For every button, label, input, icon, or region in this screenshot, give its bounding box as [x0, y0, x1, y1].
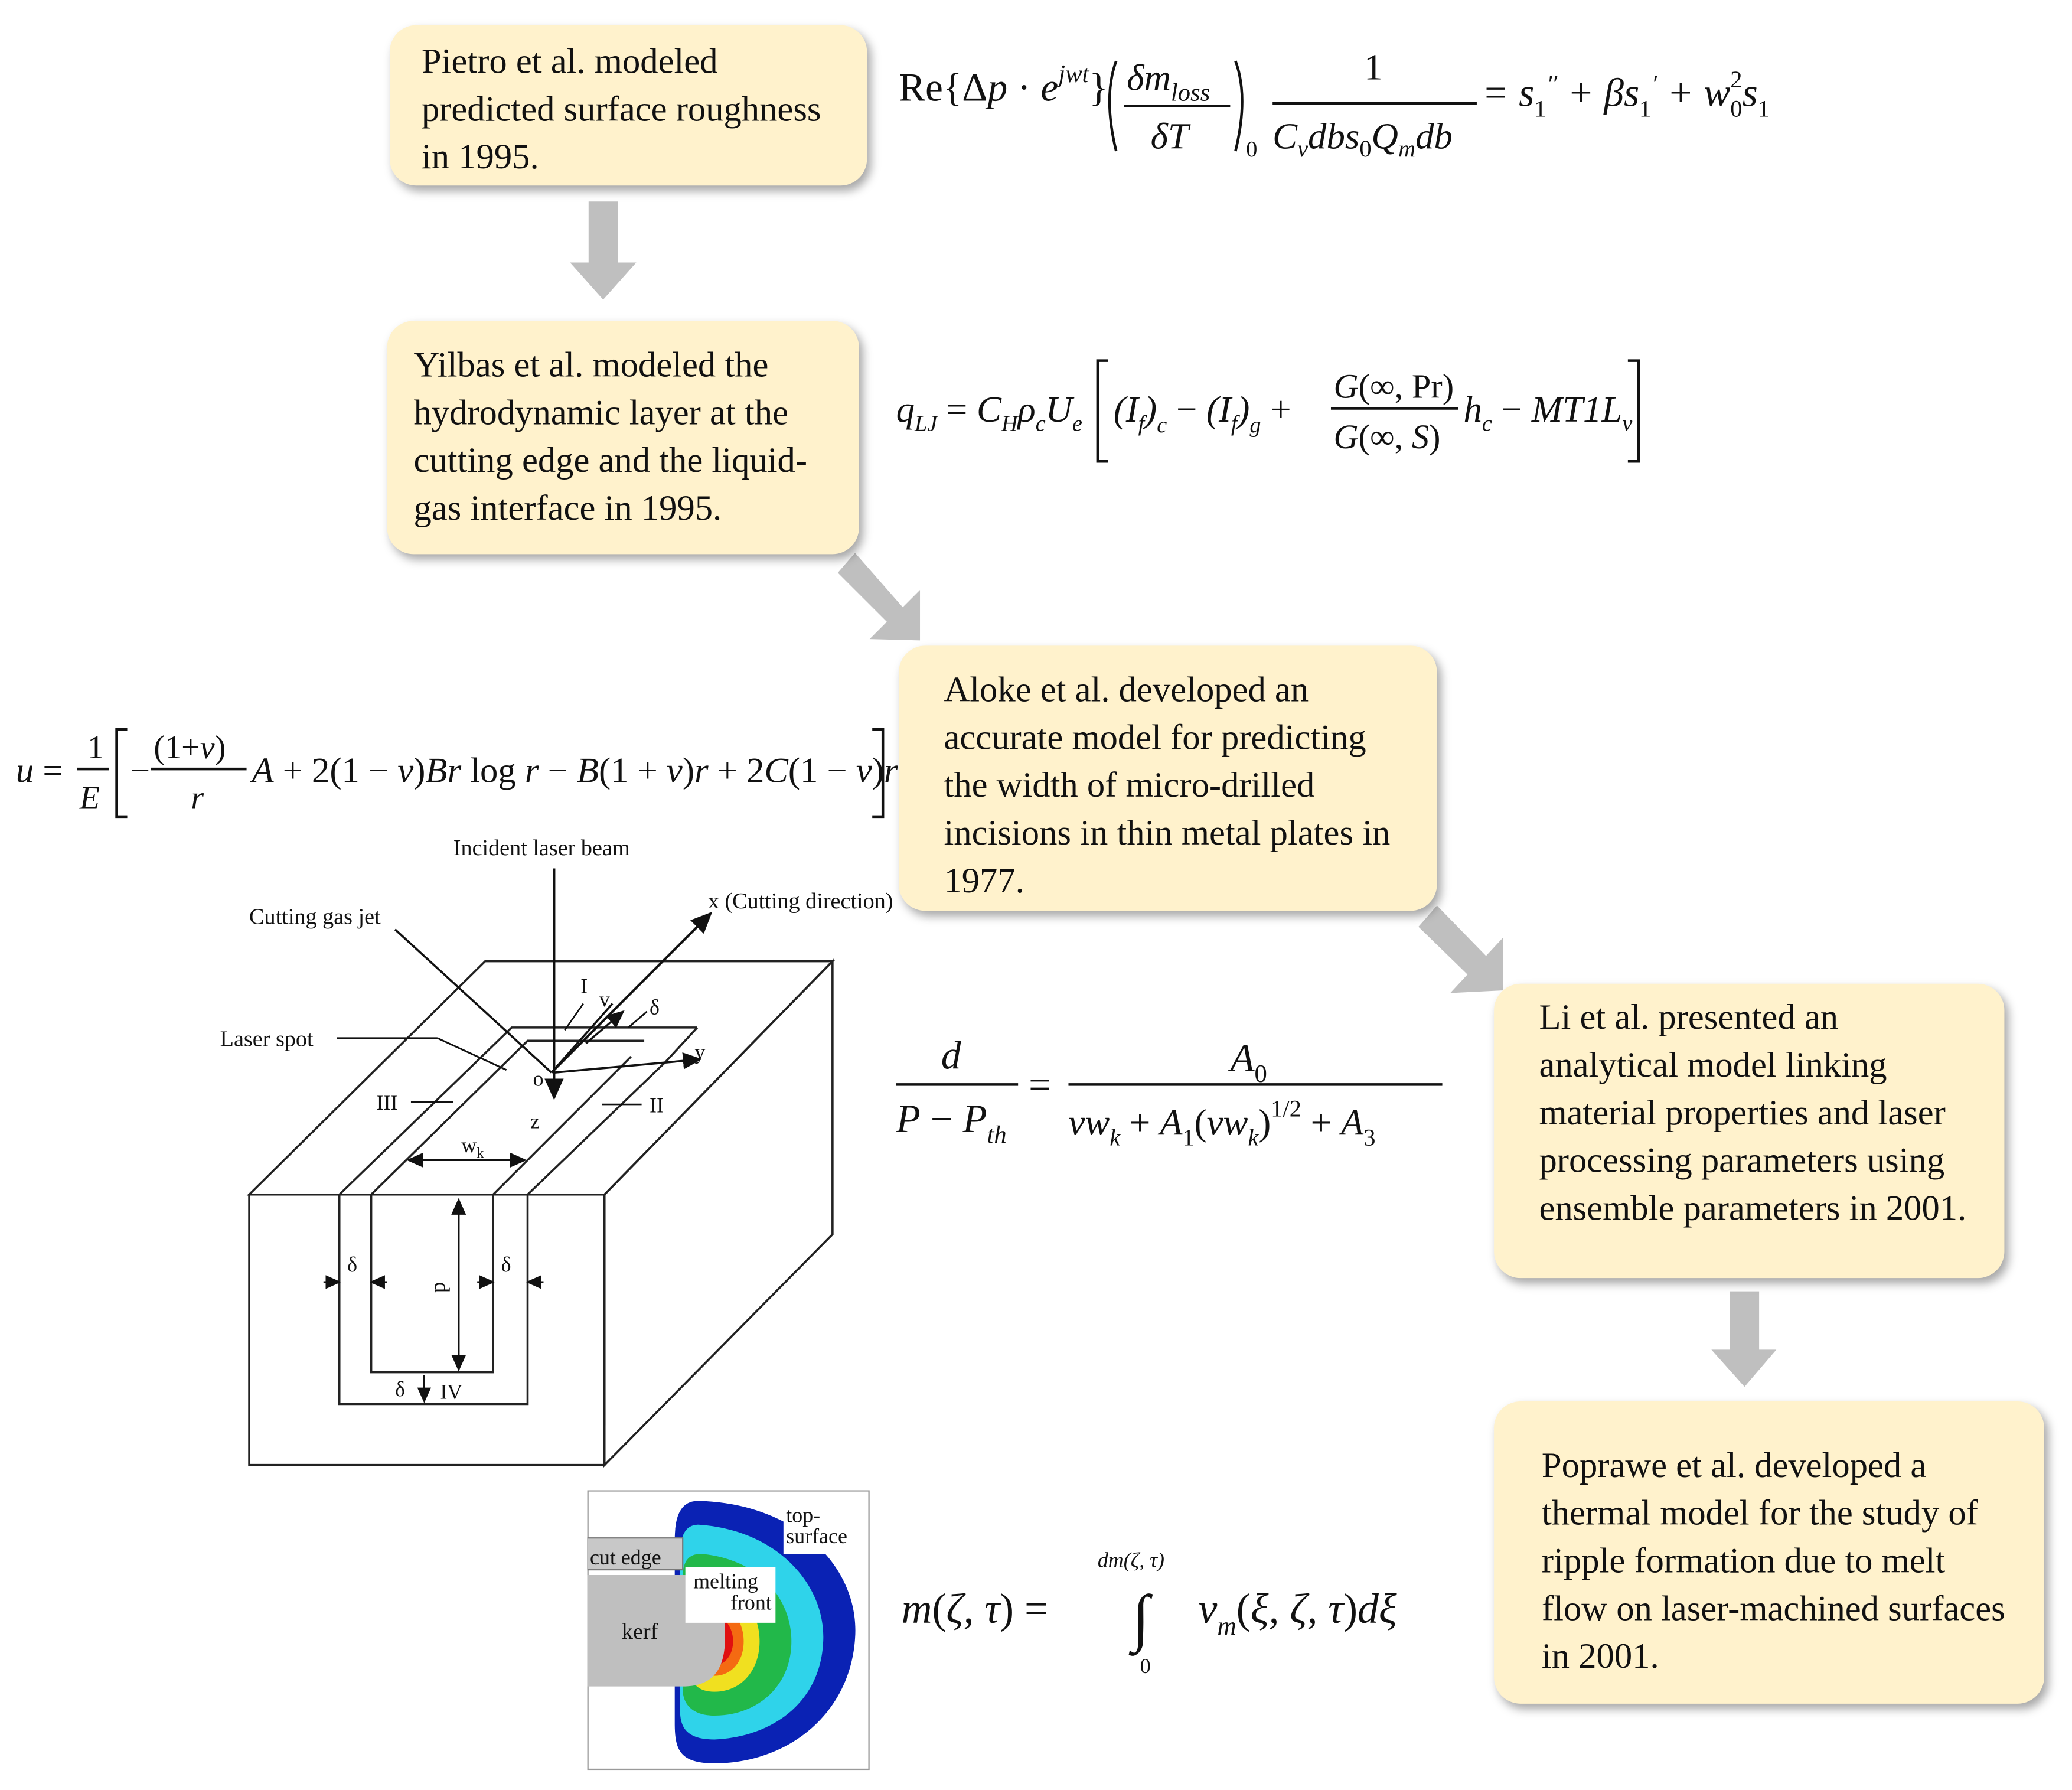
svg-text:Re{Δp · ejwt}: Re{Δp · ejwt}: [899, 60, 1108, 109]
melting-front-label-2: front: [730, 1590, 772, 1614]
region-2-label: II: [650, 1094, 664, 1117]
svg-text:qLJ = CHρcUe: qLJ = CHρcUe: [896, 389, 1082, 436]
timeline-text-1: Pietro et al. modeled predicted surface …: [421, 41, 821, 177]
depth-label: d: [430, 1282, 453, 1293]
timeline-box-4: Li et al. presented an analytical model …: [1494, 983, 2005, 1279]
region-4-label: IV: [440, 1380, 462, 1403]
timeline-box-2: Yilbas et al. modeled the hydrodynamic l…: [387, 321, 859, 555]
arrow-4-5: [1711, 1291, 1777, 1387]
top-surface-label-1: top-: [786, 1503, 820, 1527]
svg-text:dm(ζ, τ): dm(ζ, τ): [1098, 1548, 1164, 1572]
melting-front-label-1: melting: [693, 1570, 758, 1593]
block-side-face: [603, 958, 834, 1468]
y-axis-label: y: [694, 1041, 705, 1064]
melt-pool-simulation: cut edge top- surface melting front kerf: [587, 1490, 870, 1771]
v-label: v: [599, 987, 610, 1011]
block-front-face: [248, 1193, 606, 1466]
timeline-text-5: Poprawe et al. developed a thermal model…: [1541, 1445, 2005, 1676]
cut-direction-arrow: [550, 911, 713, 1074]
cut-direction-label: x (Cutting direction): [708, 889, 893, 914]
kerf-width-symbol: w: [461, 1133, 477, 1157]
svg-text:(1+v): (1+v): [154, 729, 226, 766]
arrow-3-4: [1418, 905, 1503, 993]
region-1-label: I: [580, 974, 588, 998]
svg-text:A + 2(1 − v)Br log r − B(1 + v: A + 2(1 − v)Br log r − B(1 + v)r + 2C(1 …: [250, 751, 898, 791]
equation-1: Re{Δp · ejwt} δmloss δT 0 1 Cvdbs0Qmdb =…: [899, 47, 1770, 162]
laser-spot-label: Laser spot: [220, 1026, 314, 1051]
svg-text:δmloss: δmloss: [1127, 57, 1210, 107]
kerf-width-subscript: k: [477, 1145, 484, 1161]
svg-text:A0: A0: [1228, 1036, 1267, 1088]
svg-text:=: =: [1029, 1062, 1051, 1107]
equation-4: d P − Pth = A0 vwk + A1(vwk)1/2 + A3: [896, 1033, 1443, 1151]
svg-text:r: r: [191, 780, 204, 816]
gas-jet-label: Cutting gas jet: [249, 905, 381, 930]
svg-text:1: 1: [1364, 47, 1382, 88]
kerf-width-label: wk: [461, 1133, 484, 1161]
region-3-label: III: [377, 1091, 398, 1114]
timeline-box-5: Poprawe et al. developed a thermal model…: [1494, 1401, 2044, 1704]
arrow-1-2: [570, 201, 637, 300]
cut-edge-label: cut edge: [590, 1546, 661, 1569]
incident-beam-label: Incident laser beam: [453, 836, 630, 860]
svg-text:d: d: [941, 1033, 961, 1077]
equation-3: u = 1 E − (1+v) r A + 2(1 − v)Br log r −…: [16, 728, 898, 819]
delta-left-label: δ: [347, 1253, 357, 1276]
svg-text:u =: u =: [16, 751, 63, 791]
svg-text:G(∞, S): G(∞, S): [1333, 418, 1440, 456]
svg-text:E: E: [79, 780, 100, 816]
svg-text:∫: ∫: [1128, 1583, 1153, 1656]
timeline-box-3: Aloke et al. developed an accurate model…: [899, 645, 1437, 911]
laser-cutting-schematic: Incident laser beam Cutting gas jet x (C…: [220, 836, 893, 1468]
svg-text:hc − MT1Lv: hc − MT1Lv: [1463, 389, 1632, 436]
svg-text:vm(ξ, ζ, τ)dξ: vm(ξ, ζ, τ)dξ: [1198, 1585, 1396, 1641]
svg-text:δT: δT: [1151, 115, 1191, 156]
delta-top-label: δ: [650, 995, 660, 1019]
kerf-label: kerf: [622, 1619, 658, 1644]
delta-bottom-label: δ: [395, 1377, 405, 1401]
svg-text:−: −: [130, 751, 150, 791]
svg-text:1: 1: [87, 729, 104, 766]
timeline-text-3: Aloke et al. developed an accurate model…: [944, 669, 1391, 901]
timeline-text-4: Li et al. presented an analytical model …: [1539, 997, 1967, 1228]
svg-text:G(∞, Pr): G(∞, Pr): [1333, 367, 1454, 405]
timeline-text-2: Yilbas et al. modeled the hydrodynamic l…: [413, 344, 808, 528]
svg-text:Cvdbs0Qmdb: Cvdbs0Qmdb: [1272, 115, 1453, 161]
top-surface-label-2: surface: [786, 1524, 847, 1548]
delta-right-label: δ: [501, 1253, 511, 1276]
svg-text:0: 0: [1140, 1654, 1151, 1678]
svg-text:0: 0: [1246, 137, 1257, 162]
equation-5: m(ζ, τ) = dm(ζ, τ) ∫ 0 vm(ξ, ζ, τ)dξ: [902, 1548, 1397, 1678]
equation-2: qLJ = CHρcUe (If)c − (If)g + G(∞, Pr) G(…: [896, 359, 1640, 463]
origin-label: o: [533, 1067, 543, 1091]
timeline-box-1: Pietro et al. modeled predicted surface …: [390, 25, 867, 186]
arrow-2-3: [837, 553, 921, 641]
svg-text:m(ζ, τ) =: m(ζ, τ) =: [902, 1585, 1049, 1632]
svg-text:(If)c − (If)g +: (If)c − (If)g +: [1114, 389, 1291, 438]
z-axis-label: z: [530, 1109, 540, 1133]
